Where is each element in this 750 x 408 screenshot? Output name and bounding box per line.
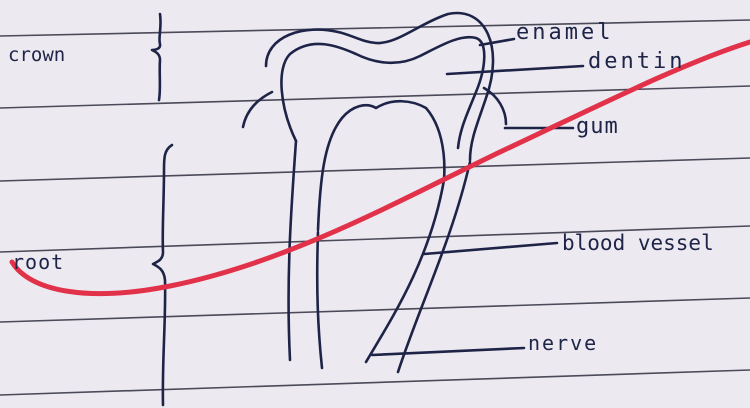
ruled-line	[0, 158, 750, 181]
gum-left	[243, 92, 272, 127]
enamel-leader	[480, 39, 514, 45]
dentin-outline	[281, 37, 484, 148]
crown-label: crown	[8, 46, 65, 65]
dentin-leader	[447, 66, 583, 74]
crown-brace	[152, 14, 161, 100]
red-mark	[12, 42, 750, 294]
blood-vessel-label: blood vessel	[562, 233, 714, 254]
root-label: root	[12, 252, 64, 272]
root-wall-right	[398, 162, 470, 372]
root-canal-right	[366, 180, 444, 362]
ruled-lines	[0, 20, 750, 395]
gum-label: gum	[576, 116, 619, 138]
nerve-label: nerve	[528, 333, 598, 353]
root-brace	[153, 145, 172, 405]
nerve-leader	[372, 348, 524, 355]
dentin-label: dentin	[588, 51, 685, 73]
root-canal-left	[317, 232, 322, 368]
enamel-label: enamel	[516, 22, 613, 44]
ruled-line	[0, 20, 750, 36]
ruled-line	[0, 298, 750, 322]
ruled-line	[0, 370, 750, 395]
